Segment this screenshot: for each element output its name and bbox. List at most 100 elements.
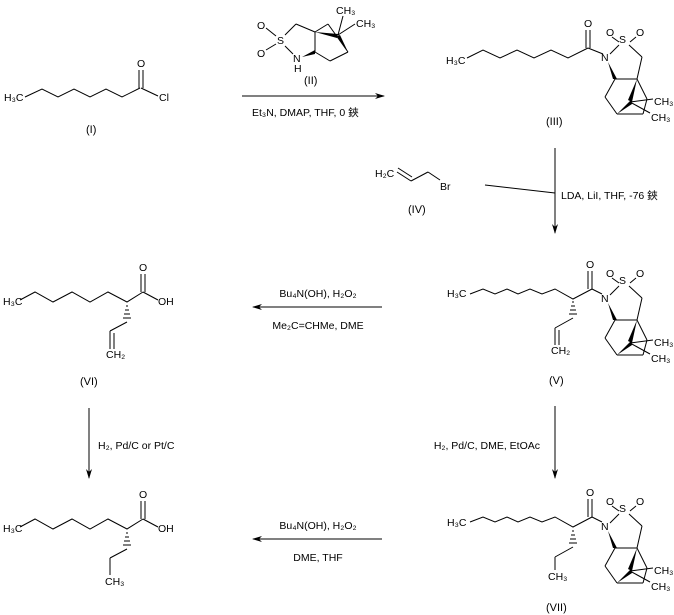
atom-s: S xyxy=(619,503,626,515)
atom-h: H xyxy=(294,63,302,75)
reagent-step4: H₂, Pd/C or Pt/C xyxy=(98,440,175,452)
bond xyxy=(604,337,618,356)
compound-label: (IV) xyxy=(408,204,426,216)
bond xyxy=(609,513,620,524)
bond xyxy=(604,547,616,567)
atom-o: O xyxy=(636,268,644,280)
reagent-step2: LDA, LiI, THF, -76 鋏 xyxy=(561,189,658,202)
atom-ch3: CH₃ xyxy=(654,96,673,108)
compound-IV: H₂C Br (IV) xyxy=(375,167,451,216)
atom-ch3: CH₃ xyxy=(651,353,670,365)
atom-o: O xyxy=(606,496,614,508)
wedge-bond xyxy=(608,62,617,79)
atom-s: S xyxy=(619,34,626,46)
bond xyxy=(629,339,654,344)
atom-o: O xyxy=(636,27,644,39)
atom-h2c: H₂C xyxy=(375,168,395,180)
atom-o: O xyxy=(586,259,594,271)
atom-cl: Cl xyxy=(159,92,169,104)
atom-o: O xyxy=(606,268,614,280)
bond xyxy=(636,297,643,321)
bond xyxy=(628,285,643,299)
bond xyxy=(636,78,648,100)
atom-n: N xyxy=(293,53,301,65)
compound-label: (VII) xyxy=(546,602,567,614)
hashed-bond xyxy=(123,532,131,546)
hashed-bond xyxy=(123,305,131,319)
bond xyxy=(609,44,620,55)
atom-n: N xyxy=(601,521,609,533)
atom-ch3: CH₃ xyxy=(651,581,670,593)
reagent-step6-top: Bu₄N(OH), H₂O₂ xyxy=(279,520,356,532)
hashed-bond xyxy=(569,530,577,544)
atom-oh: OH xyxy=(158,296,174,308)
compound-V: H₃C O CH₂ (V) xyxy=(447,259,603,387)
wedge-bond xyxy=(628,79,637,102)
wedge-bond xyxy=(617,569,632,583)
atom-ch3: CH₃ xyxy=(548,571,567,583)
atom-ch3: CH₃ xyxy=(336,5,355,17)
atom-o: O xyxy=(139,489,147,501)
bond xyxy=(642,339,648,356)
atom-s: S xyxy=(619,275,626,287)
bond xyxy=(636,547,648,569)
atom-oh: OH xyxy=(158,523,174,535)
atom-h3c: H₃C xyxy=(3,296,23,308)
compound-label: (III) xyxy=(546,116,563,128)
wedge-bond xyxy=(617,100,632,114)
bond xyxy=(636,56,643,80)
atom-ch3: CH₃ xyxy=(105,576,124,588)
atom-h3c: H₃C xyxy=(3,523,23,535)
atom-o: O xyxy=(137,58,145,70)
atom-h3c: H₃C xyxy=(446,55,466,67)
atom-ch2: CH₂ xyxy=(551,345,570,357)
bond xyxy=(629,505,637,512)
bond xyxy=(611,36,620,43)
wedge-bond xyxy=(628,320,637,343)
atom-ch3: CH₃ xyxy=(651,112,670,124)
bond xyxy=(628,513,643,527)
compound-label: (II) xyxy=(304,75,317,87)
compound-final-product: H₃C O OH CH₃ xyxy=(3,489,174,588)
atom-ch3: CH₃ xyxy=(654,337,673,349)
reagent-step3-bottom: Me₂C=CHMe, DME xyxy=(272,320,363,332)
reagent-step5: H₂, Pd/C, DME, EtOAc xyxy=(434,440,540,452)
bond xyxy=(629,98,654,103)
bond xyxy=(629,101,651,114)
bond xyxy=(642,98,648,115)
atom-h3c: H₃C xyxy=(447,517,467,529)
wedge-bond xyxy=(608,531,617,548)
bond xyxy=(629,342,651,355)
compound-I: H₃C O Cl (I) xyxy=(4,58,169,136)
acyl-cl-bond xyxy=(140,87,159,97)
atom-n: N xyxy=(601,293,609,305)
wedge-bond xyxy=(628,548,637,571)
hashed-bond xyxy=(569,301,577,315)
atom-h3c: H₃C xyxy=(447,288,467,300)
bond xyxy=(611,277,620,284)
bond xyxy=(629,570,651,583)
atom-ch3: CH₃ xyxy=(356,18,375,30)
compound-VII: H₃C O CH₃ (VII) xyxy=(447,487,603,614)
reagent-step6-bottom: DME, THF xyxy=(293,552,342,564)
atom-n: N xyxy=(601,52,609,64)
compound-label: (V) xyxy=(549,375,564,387)
atom-br: Br xyxy=(440,181,451,193)
bond xyxy=(611,505,620,512)
atom-o: O xyxy=(586,487,594,499)
bond xyxy=(628,44,643,58)
atom-s: S xyxy=(277,35,284,47)
bond xyxy=(604,78,616,98)
bond xyxy=(642,567,648,584)
atom-o: O xyxy=(257,20,265,32)
reagent-step3-top: Bu₄N(OH), H₂O₂ xyxy=(279,288,356,300)
bond xyxy=(604,319,616,339)
bond xyxy=(636,319,648,341)
bond xyxy=(629,277,637,284)
reagent-addition-line xyxy=(484,184,556,194)
sultam-V: NSO O CH₃ CH₃ xyxy=(601,268,673,365)
